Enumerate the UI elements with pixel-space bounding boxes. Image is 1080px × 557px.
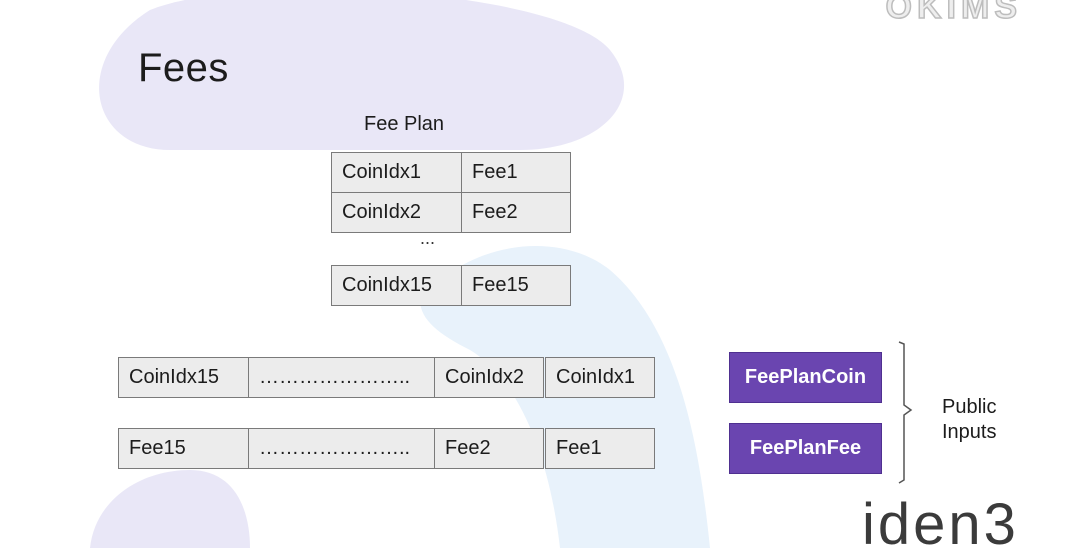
fee-plan-coin-cell: CoinIdx2 bbox=[331, 192, 462, 233]
fee-plan-label: Fee Plan bbox=[364, 113, 445, 135]
fee-plan-ellipsis: ... bbox=[420, 228, 436, 248]
public-inputs-label: Public Inputs bbox=[942, 395, 996, 445]
fee-array-cell: Fee15 bbox=[118, 428, 249, 469]
iden3-logo: iden3 bbox=[862, 492, 1019, 557]
fee-plan-coin-cell: CoinIdx1 bbox=[331, 152, 462, 193]
fee-array-cell: ………………….. bbox=[248, 428, 435, 469]
fee-plan-coin-cell: CoinIdx15 bbox=[331, 265, 462, 306]
public-inputs-label-line: Public bbox=[942, 396, 997, 418]
coin-array-cell: CoinIdx15 bbox=[118, 357, 249, 398]
public-inputs-label-line: Inputs bbox=[942, 421, 997, 443]
background-blob bbox=[99, 0, 624, 150]
fee-plan-fee-cell: Fee15 bbox=[461, 265, 571, 306]
fee-plan-coin-box: FeePlanCoin bbox=[729, 352, 882, 403]
coin-array-cell: CoinIdx1 bbox=[545, 357, 655, 398]
slide-title: Fees bbox=[138, 46, 229, 90]
public-inputs-brace bbox=[898, 341, 913, 484]
coin-array-cell: ………………….. bbox=[248, 357, 435, 398]
fee-plan-fee-box: FeePlanFee bbox=[729, 423, 882, 474]
fee-array-cell: Fee1 bbox=[545, 428, 655, 469]
coin-array-cell: CoinIdx2 bbox=[434, 357, 544, 398]
fee-plan-fee-cell: Fee1 bbox=[461, 152, 571, 193]
fee-array-cell: Fee2 bbox=[434, 428, 544, 469]
background-blob-bottom bbox=[90, 470, 250, 548]
fee-plan-fee-cell: Fee2 bbox=[461, 192, 571, 233]
okims-logo: OKIMS bbox=[885, 0, 1022, 27]
